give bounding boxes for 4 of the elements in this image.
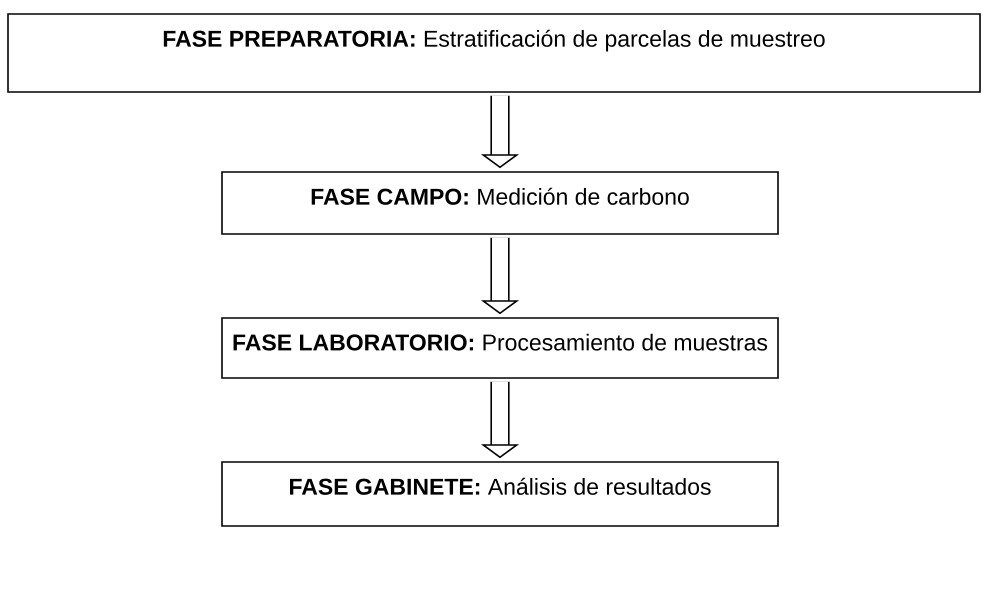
process-box: FASE GABINETE: Análisis de resultados	[221, 461, 779, 527]
process-box: FASE PREPARATORIA: Estratificación de parcelas de muestreo	[7, 13, 981, 93]
process-box: FASE CAMPO: Medición de carbono	[221, 171, 779, 235]
process-box: FASE LABORATORIO: Procesamiento de muestras	[221, 317, 779, 379]
